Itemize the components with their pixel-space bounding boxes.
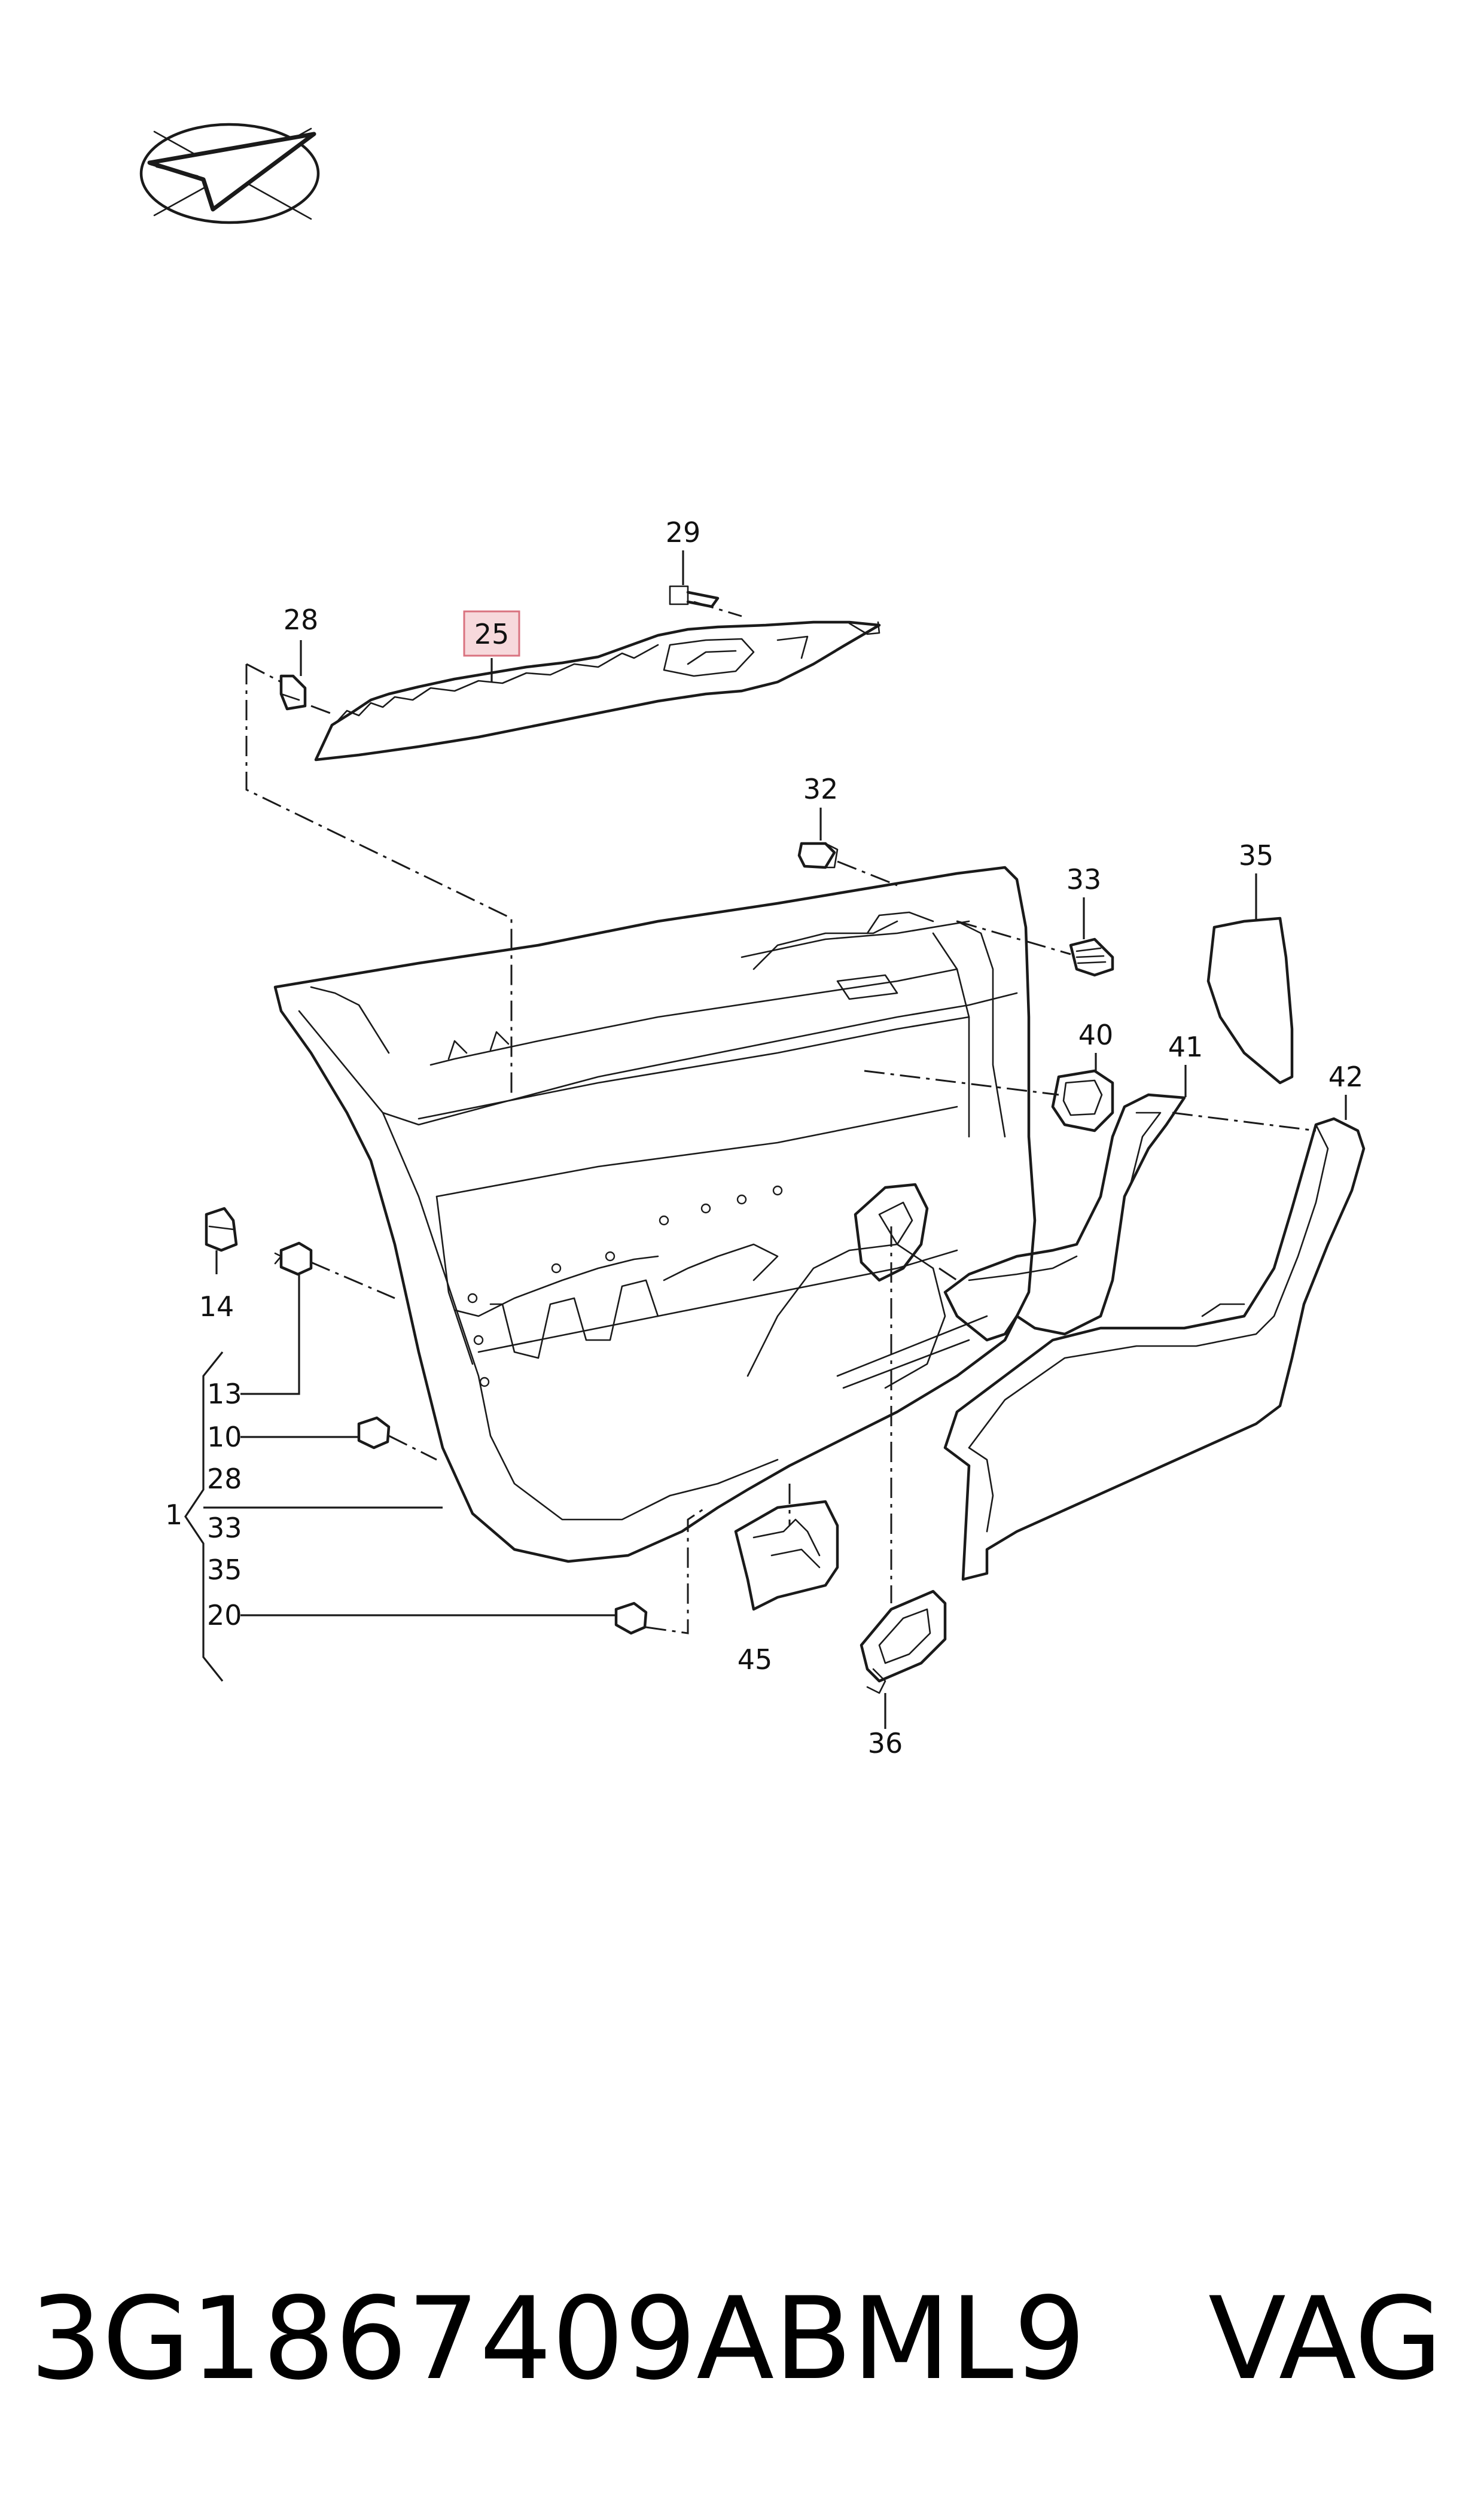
clip-part-28	[279, 674, 307, 711]
screw-part-29	[669, 585, 720, 608]
armrest-bracket-part-41	[943, 1093, 1186, 1342]
callout-29: 29	[666, 516, 701, 549]
door-pocket-part-45	[734, 1500, 839, 1611]
callout-25: 25	[474, 618, 510, 650]
screw-part-10	[357, 1416, 391, 1450]
brand-name: VAG	[1208, 2273, 1443, 2405]
screw-part-20	[614, 1601, 648, 1635]
callout-32: 32	[803, 773, 839, 805]
door-panel-main	[273, 866, 1037, 1563]
callout-14: 14	[199, 1290, 234, 1323]
screw-part-13	[274, 1241, 313, 1276]
bracket-child-33: 33	[207, 1512, 242, 1544]
callout-35: 35	[1239, 839, 1274, 872]
bracket-child-20: 20	[207, 1599, 242, 1631]
armrest-part-42	[943, 1117, 1366, 1581]
assembly-dash-lines	[245, 601, 1317, 1634]
trim-piece-part-35	[1206, 917, 1294, 1085]
bracket-labels: 1 13 10 28 33 35 20	[165, 1378, 242, 1631]
bracket-child-28: 28	[207, 1463, 242, 1495]
group-bracket-part-1	[184, 1351, 224, 1682]
bracket-child-10: 10	[207, 1421, 242, 1453]
callout-28: 28	[284, 604, 319, 636]
callout-labels: 28 25 29 32 33 35 40 41 42 14 45 36	[199, 516, 1364, 1759]
highlight-box-25	[463, 610, 520, 657]
clip-part-33	[1069, 937, 1114, 977]
callout-42: 42	[1328, 1061, 1364, 1093]
footer: 3G1867409ABML9 VAG	[30, 2273, 1443, 2405]
callout-41: 41	[1168, 1031, 1203, 1063]
bracket-child-13: 13	[207, 1378, 242, 1410]
trim-ring-part-40	[1051, 1069, 1114, 1132]
upper-trim-strip-part-25	[314, 620, 881, 762]
bracket-child-35: 35	[207, 1554, 242, 1586]
callout-36: 36	[868, 1727, 903, 1759]
clip-part-14	[205, 1207, 238, 1252]
paper-plane-logo-icon	[139, 123, 320, 224]
part-number: 3G1867409ABML9	[30, 2273, 1086, 2405]
door-handle-part-36	[860, 1590, 947, 1694]
grommet-part-32	[797, 842, 839, 869]
callout-40: 40	[1078, 1019, 1114, 1051]
callout-33: 33	[1066, 863, 1102, 896]
leader-lines	[203, 550, 1347, 1729]
callout-45: 45	[738, 1643, 773, 1676]
bracket-parent-1: 1	[165, 1499, 182, 1531]
